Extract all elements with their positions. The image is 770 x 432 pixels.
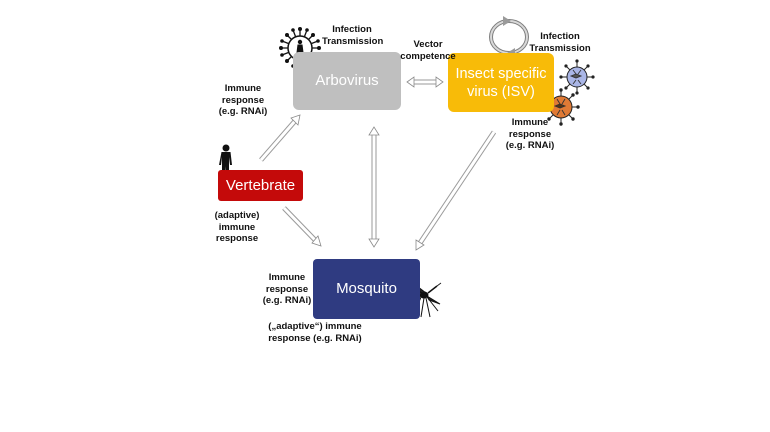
arrow-isv-mosquito [415, 130, 497, 251]
node-arbovirus: Arbovirus [293, 52, 401, 110]
node-isv: Insect specific virus (ISV) [448, 53, 554, 112]
label-immune-response-mosquito: Immune response (e.g. RNAi) [262, 272, 312, 306]
node-mosquito: Mosquito [313, 259, 420, 319]
node-isv-label: Insect specific virus (ISV) [455, 65, 547, 100]
label-infection-transmission-isv: Infection Transmission [529, 31, 591, 54]
arrow-arbovirus-isv [406, 76, 444, 88]
arrow-vertebrate-arbovirus [259, 114, 301, 162]
label-vector-competence: Vector competence [400, 39, 456, 62]
arrow-vertebrate-mosquito [282, 206, 322, 247]
arrow-arbovirus-mosquito [368, 126, 380, 248]
node-arbovirus-label: Arbovirus [315, 72, 379, 89]
node-vertebrate-label: Vertebrate [225, 176, 296, 194]
label-immune-response-arbovirus: Immune response (e.g. RNAi) [218, 83, 268, 117]
label-adaptive-immune-response-mosquito: („adaptive“) immune response (e.g. RNAi) [268, 321, 362, 344]
label-adaptive-immune-response: (adaptive) immune response [214, 210, 260, 244]
label-immune-response-isv: Immune response (e.g. RNAi) [505, 117, 555, 151]
circular-arrows-icon [489, 16, 529, 58]
node-vertebrate: Vertebrate [218, 170, 303, 201]
label-infection-transmission-arbovirus: Infection Transmission [322, 24, 384, 47]
virus-particle-icon [559, 59, 595, 95]
node-mosquito-label: Mosquito [336, 280, 397, 297]
